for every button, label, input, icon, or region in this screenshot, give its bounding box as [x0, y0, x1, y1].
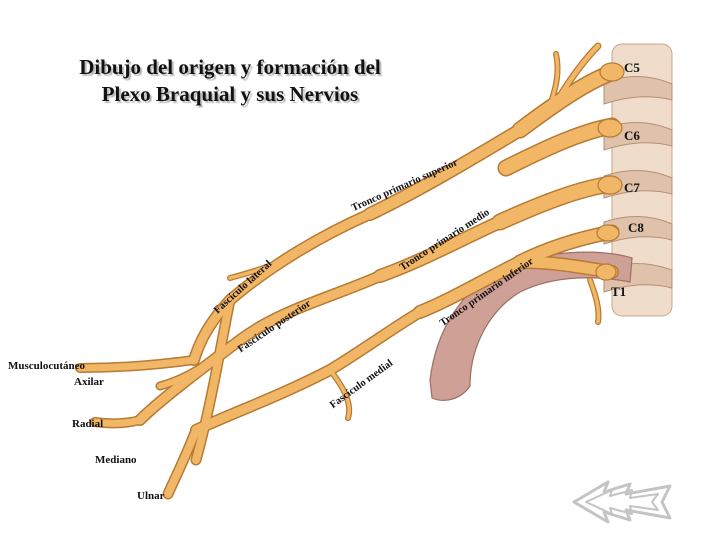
page-title: Dibujo del origen y formación del Plexo …: [0, 54, 460, 108]
title-line-1: Dibujo del origen y formación del: [79, 55, 381, 79]
vertebral-column: [603, 43, 673, 317]
root-label-c8: C8: [628, 220, 644, 235]
root-label-c6: C6: [624, 128, 640, 143]
back-button[interactable]: [572, 478, 672, 524]
double-arrow-left-icon: [572, 480, 672, 524]
nerve-plexus: [75, 42, 625, 500]
root-label-c5: C5: [624, 60, 640, 75]
root-label-t1: T1: [611, 284, 627, 299]
nerve-label-median: Mediano: [95, 454, 137, 466]
nerve-label-musculocutaneous: Musculocutáneo: [8, 360, 85, 372]
nerve-label-axillary: Axilar: [74, 376, 104, 388]
root-label-c7: C7: [624, 180, 640, 195]
nerve-label-ulnar: Ulnar: [137, 490, 165, 502]
nerve-label-radial: Radial: [72, 418, 104, 430]
title-line-2: Plexo Braquial y sus Nervios: [101, 82, 359, 106]
